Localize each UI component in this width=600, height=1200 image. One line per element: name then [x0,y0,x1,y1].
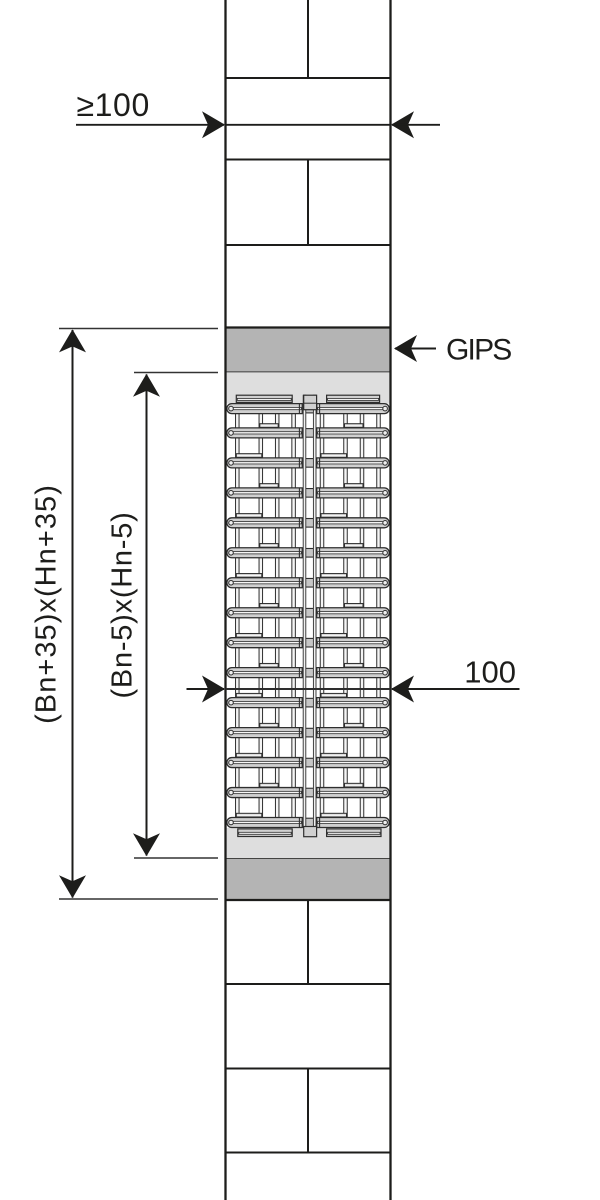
svg-text:(Bn-5)x(Hn-5): (Bn-5)x(Hn-5) [107,512,139,699]
svg-text:(Bn+35)x(Hn+35): (Bn+35)x(Hn+35) [31,484,63,724]
svg-text:100: 100 [464,654,516,689]
svg-text:GIPS: GIPS [446,334,511,367]
svg-text:≥100: ≥100 [77,87,150,123]
